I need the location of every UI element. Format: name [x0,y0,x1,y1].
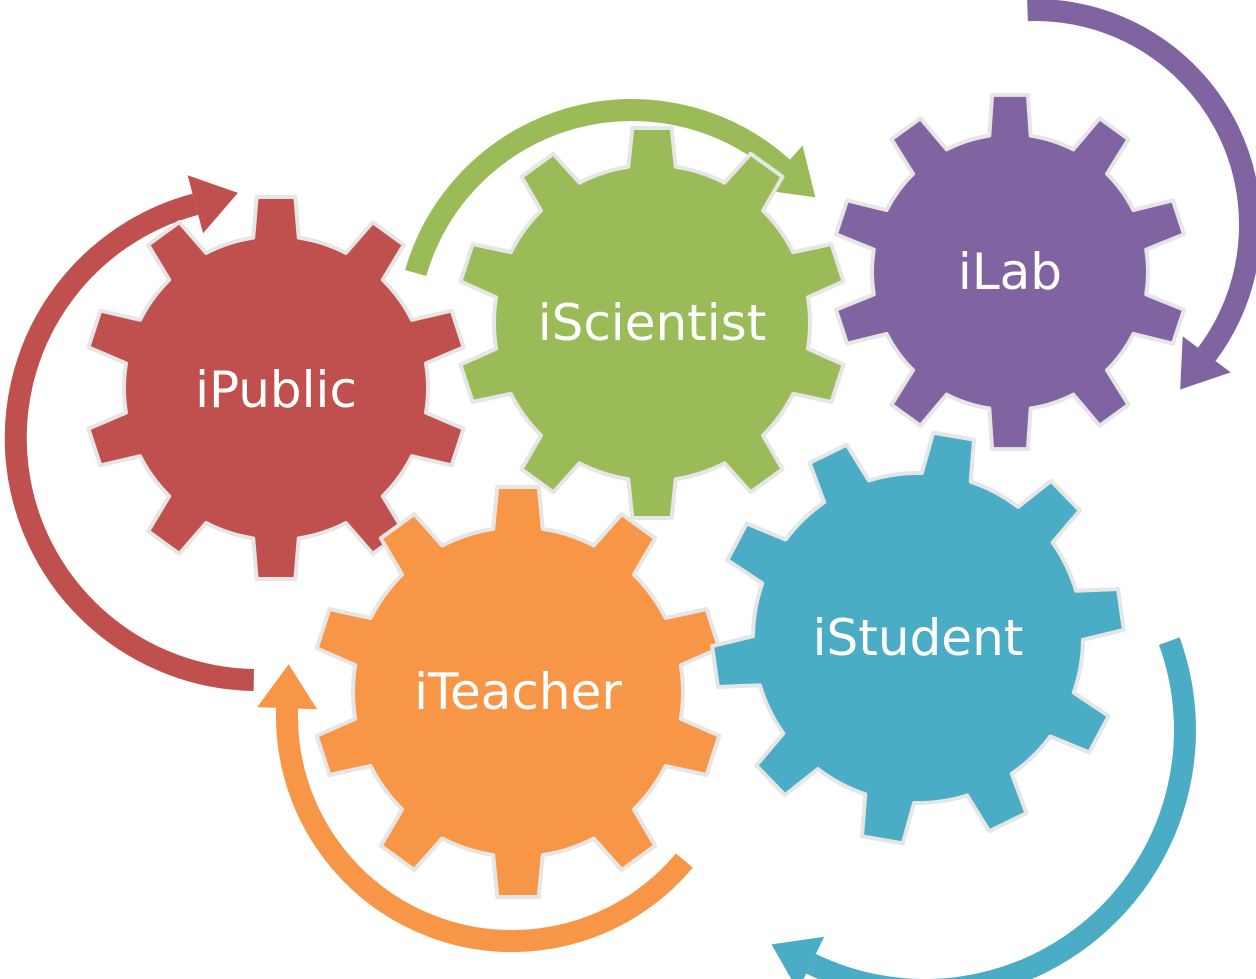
arrow-orange [257,664,693,953]
arrow-purple-head [1180,336,1231,390]
arrow-green-arc [405,99,790,277]
gear-ipublic-label: iPublic [195,361,357,419]
gear-ipublic-shape [86,195,466,581]
arrow-red [4,175,254,691]
arrow-blue-head [771,936,825,979]
arrow-red-arc [4,193,254,691]
gear-istudent-shape [710,430,1126,846]
gear-iteacher-label: iTeacher [414,663,622,721]
gear-iscientist: iScientist [458,126,846,520]
gear-ilab-label: iLab [958,243,1062,301]
arrow-orange-head [257,664,318,710]
gear-ipublic: iPublic [86,195,466,581]
arrow-blue [771,637,1196,979]
gear-istudent: iStudent [710,430,1126,846]
gear-istudent-label: iStudent [813,609,1024,667]
gear-iteacher: iTeacher [314,485,722,899]
gear-ilab: iLab [834,92,1186,452]
gear-ilab-shape [834,92,1186,452]
gear-iteacher-shape [314,485,722,899]
arrow-blue-arc [806,637,1196,979]
gear-iscientist-label: iScientist [538,294,767,352]
arrow-red-head [187,175,238,234]
arrow-purple [1027,0,1256,390]
arrow-orange-arc [276,707,693,953]
gear-iscientist-shape [458,126,846,520]
arrow-purple-arc [1027,0,1256,362]
